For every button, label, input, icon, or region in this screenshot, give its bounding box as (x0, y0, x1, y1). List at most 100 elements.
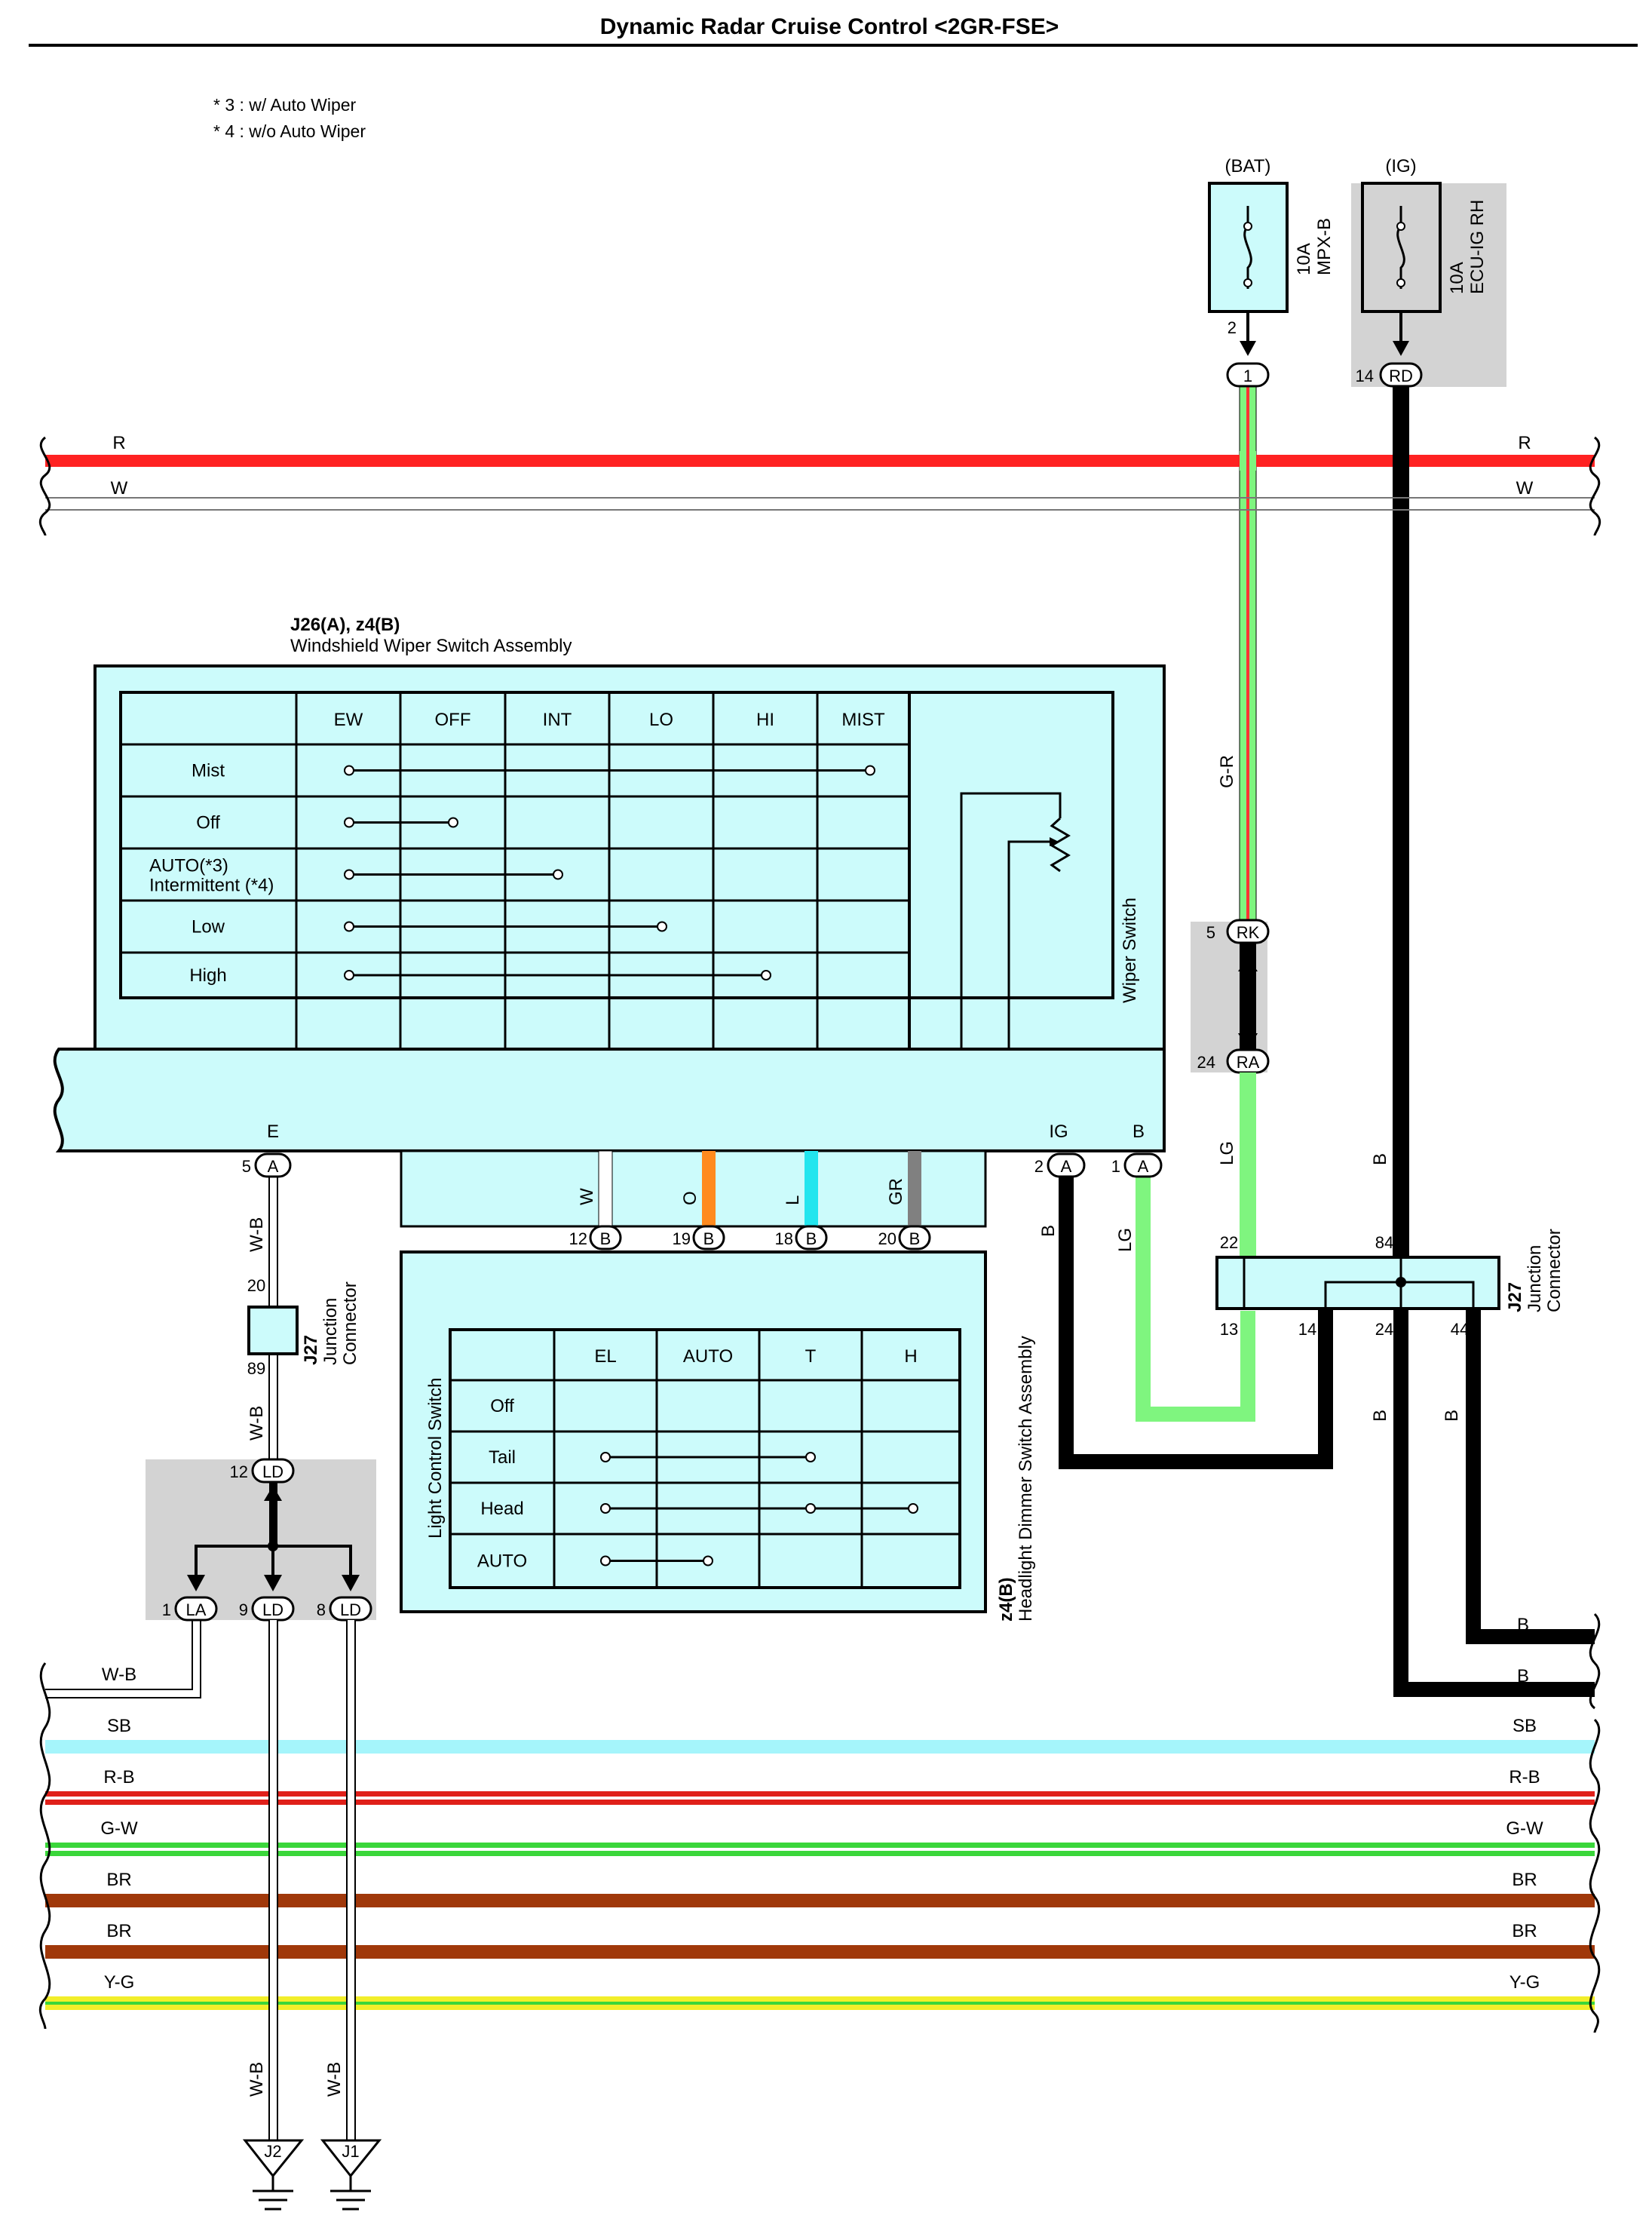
wire-lg (1240, 1072, 1256, 1257)
arrow-icon (1238, 1033, 1258, 1050)
wiper-contact-point (448, 817, 458, 828)
fuse-source-bat: (BAT) (1225, 156, 1271, 176)
connector-b-20 (898, 1225, 931, 1250)
junction-left-name1: Junction (320, 1298, 341, 1365)
wiper-row-label: Intermittent (*4) (149, 876, 274, 896)
wire-lg-b-to-j27 (1136, 1175, 1255, 1422)
pin-number: 1 (162, 1600, 171, 1619)
headlight-contact-point (600, 1452, 611, 1462)
connector-id: LD (262, 1462, 284, 1481)
headlight-wire-strip (400, 1149, 987, 1228)
pin-number: 2 (1034, 1157, 1044, 1176)
fuse-rating: 10A (1447, 262, 1467, 294)
wiper-col-header: OFF (435, 710, 471, 730)
junction-right-name2: Connector (1544, 1229, 1565, 1312)
connector-1 (1226, 362, 1270, 388)
junction-right-name1: Junction (1525, 1245, 1545, 1312)
pin-number: 84 (1375, 1233, 1393, 1252)
wiper-resistor-icon (960, 792, 1071, 1049)
wire-label-lg: LG (1217, 1141, 1237, 1165)
headlight-code: z4(B) (996, 1577, 1016, 1622)
wiper-col-header: LO (649, 710, 673, 730)
connector-id: A (268, 1157, 279, 1176)
connector-id: LA (186, 1600, 207, 1619)
bus-label: BR (106, 1870, 131, 1890)
connector-id: A (1061, 1157, 1072, 1176)
pin-number: 89 (247, 1359, 265, 1378)
splice-dot (1396, 1277, 1406, 1287)
pin-number: 24 (1197, 1053, 1215, 1072)
bus-line-r (45, 455, 1595, 467)
wiper-col-header: MIST (841, 710, 885, 730)
ground-j1: J1 (320, 2139, 382, 2211)
pin-name-ig: IG (1049, 1122, 1068, 1142)
pin-number: 24 (1375, 1320, 1393, 1339)
wire-w-b-la (45, 1620, 193, 1690)
break-mark-icon (38, 436, 51, 536)
pin-number: 5 (1206, 923, 1215, 942)
headlight-col-header: T (805, 1346, 817, 1367)
fuse-source-ig: (IG) (1385, 156, 1416, 176)
headlight-side-label: Light Control Switch (425, 1378, 446, 1539)
bus-label-right: BR (1512, 1870, 1537, 1890)
wiper-body-outline (53, 1048, 1166, 1152)
ground-triangle-icon (320, 2139, 382, 2178)
headlight-contact-point (805, 1503, 816, 1514)
ground-j2: J2 (242, 2139, 305, 2211)
wire-label: W (577, 1188, 597, 1205)
wire-b-44 (1466, 1309, 1595, 1644)
connector-la-1 (174, 1596, 218, 1622)
headlight-contact-point (600, 1503, 611, 1514)
wire-w-b-to-j2 (268, 1620, 278, 2140)
junction-left-name2: Connector (340, 1281, 360, 1365)
splice-left-shade (146, 1459, 376, 1620)
wiper-row-label: High (189, 965, 226, 986)
note-no-auto-wiper: * 4 : w/o Auto Wiper (213, 121, 366, 141)
headlight-name: Headlight Dimmer Switch Assembly (1016, 1336, 1036, 1622)
break-mark-icon (38, 1662, 51, 2030)
bus-label-right: R-B (1509, 1767, 1540, 1787)
connector-id: A (1138, 1157, 1149, 1176)
headlight-contact-point (703, 1555, 713, 1566)
bus-label: SB (107, 1716, 131, 1736)
bus-label-r-right: R (1518, 433, 1531, 453)
bus-label-right: Y-G (1509, 1972, 1540, 1993)
headlight-col-header: EL (594, 1346, 616, 1367)
wire-label-w-b: W-B (247, 1406, 267, 1441)
headlight-col-header: H (904, 1346, 917, 1367)
wiper-contact-point (344, 765, 354, 776)
page-title: Dynamic Radar Cruise Control <2GR-FSE> (600, 14, 1059, 39)
bus-label: Y-G (104, 1972, 134, 1993)
fuse-terminal (1243, 222, 1252, 231)
arrow-icon (187, 1575, 205, 1591)
bus-label: BR (106, 1921, 131, 1941)
wiper-col-header: HI (756, 710, 774, 730)
wiper-switch-code: J26(A), z4(B) (290, 615, 400, 635)
wiper-contact-point (553, 869, 563, 880)
bus-label-r: R (112, 433, 125, 453)
wire-label-b: B (1370, 1153, 1390, 1165)
wire-g-r (1239, 385, 1257, 931)
bus-label: W-B (102, 1665, 136, 1685)
bus-label-right: SB (1513, 1716, 1537, 1736)
pin-number: 20 (247, 1276, 265, 1295)
wire-label-w-b: W-B (247, 2062, 267, 2097)
pin-number: 19 (673, 1229, 691, 1248)
connector-id: RK (1237, 923, 1260, 942)
wire-label-w-b: W-B (324, 2062, 345, 2097)
bus-line-br (45, 1945, 1595, 1959)
junction-right-code: J27 (1505, 1282, 1525, 1312)
pin-number: 13 (1220, 1320, 1238, 1339)
wire-label-b: B (1038, 1225, 1059, 1237)
fuse-terminal (1243, 278, 1252, 287)
wiper-col-header: INT (543, 710, 572, 730)
wiper-row-label: Off (196, 813, 220, 833)
pin-number: 20 (878, 1229, 896, 1248)
headlight-row-label: Head (480, 1499, 523, 1519)
pin-number: 12 (230, 1462, 248, 1481)
ground-label: J2 (264, 2142, 281, 2161)
wiper-row-label: AUTO(*3) (149, 856, 228, 876)
wiper-switch-side-label: Wiper Switch (1120, 898, 1140, 1003)
bus-label-right: BR (1512, 1921, 1537, 1941)
